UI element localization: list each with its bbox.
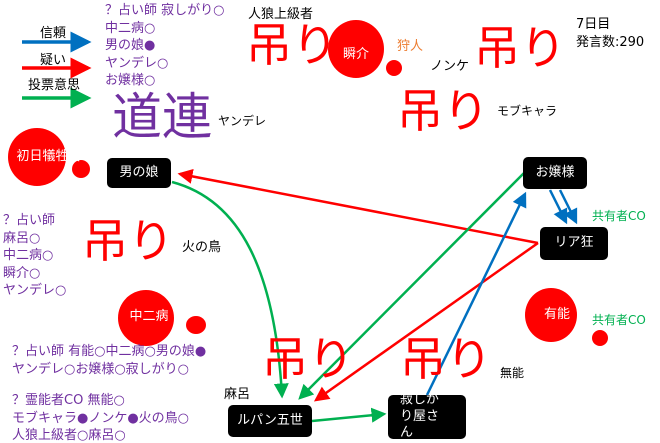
hang-mark: 吊り xyxy=(82,214,174,268)
hang-mark: 吊り xyxy=(397,84,489,138)
legend-doubt-label: 疑い xyxy=(40,53,67,68)
blood-drop xyxy=(72,160,90,178)
node-lupin[interactable]: ルパン五世 xyxy=(228,405,312,437)
bottom-notes-seer: ？占い師 有能○中二病○男の娘● ヤンデレ○お嬢様○寂しがり○ xyxy=(12,343,206,378)
node-otokonoko[interactable]: 男の娘 xyxy=(107,158,171,188)
blood-drop xyxy=(386,60,402,76)
node-label: お嬢様 xyxy=(535,164,575,180)
michizure-mark: 道連 xyxy=(112,88,212,146)
dead-label-werewolf-senior: 人狼上級者 xyxy=(248,7,314,22)
node-label: ルパン五世 xyxy=(237,412,303,428)
hang-mark: 吊り xyxy=(400,332,492,386)
note-line: 男の娘● xyxy=(105,38,156,53)
role-shared-co: 共有者CO xyxy=(592,209,646,223)
doubt-arrow-riakyou-lupin xyxy=(313,241,539,402)
left-notes: ？占い師 麻呂○ 中二病○ 瞬介○ ヤンデレ○ xyxy=(3,212,66,300)
dead-label-phoenix: 火の鳥 xyxy=(182,240,222,255)
node-label: 男の娘 xyxy=(119,164,159,180)
node-label: 有能 xyxy=(543,306,570,322)
role-hunter: 狩人 xyxy=(397,39,424,54)
day-counter: 7日目 xyxy=(576,17,611,32)
node-label: 瞬介 xyxy=(342,46,369,62)
node-label: 寂しがり屋さん xyxy=(400,391,440,441)
vote-arrow-otokonoko-lupin xyxy=(171,180,289,399)
hang-mark: 吊り xyxy=(246,18,338,72)
note-line: ？占い師 寂しがり○ xyxy=(105,3,225,18)
note-line: お嬢様○ xyxy=(105,73,156,88)
vote-arrow-ojousama-lupin xyxy=(298,172,525,400)
note-line: 中二病○ xyxy=(105,20,156,36)
node-riakyou[interactable]: リア狂 xyxy=(540,227,608,260)
note-line: ？占い師 xyxy=(3,213,56,228)
role-shared-co: 共有者CO xyxy=(592,313,646,327)
note-line: 麻呂○ xyxy=(3,230,41,246)
trust-arrow-ojousama-riakyou-2 xyxy=(558,189,578,225)
note-line: 中二病○ xyxy=(3,248,54,263)
vote-arrow-lupin-sabishigari xyxy=(311,407,387,423)
doubt-arrow-riakyou-otokonoko xyxy=(177,169,539,245)
node-chuunibyou[interactable]: 中二病 xyxy=(117,300,181,334)
node-ojousama[interactable]: お嬢様 xyxy=(523,157,587,189)
note-line: 人狼上級者○麻呂○ xyxy=(12,428,126,443)
top-notes: ？占い師 寂しがり○ 中二病○ 男の娘● ヤンデレ○ お嬢様○ xyxy=(105,2,224,90)
blood-drop xyxy=(592,330,608,346)
blood-splatter xyxy=(8,128,66,186)
hang-mark: 吊り xyxy=(262,332,354,386)
note-line: ヤンデレ○お嬢様○寂しがり○ xyxy=(12,361,190,377)
dead-label-maro: 麻呂 xyxy=(224,387,251,402)
note-line: 瞬介○ xyxy=(3,265,41,281)
node-sabishigari[interactable]: 寂しがり屋さん xyxy=(388,392,466,440)
node-label: リア狂 xyxy=(554,235,594,251)
blood-splatter xyxy=(328,20,384,78)
legend-vote-label: 投票意思 xyxy=(28,78,81,93)
dead-label-mobchara: モブキャラ xyxy=(497,104,558,118)
note-line: モブキャラ●ノンケ●火の鳥○ xyxy=(12,410,190,426)
hang-mark: 吊り xyxy=(474,21,566,75)
note-line: ？霊能者CO 無能○ xyxy=(12,393,125,408)
node-label: 中二病 xyxy=(129,308,169,324)
node-first-victim[interactable]: 初日犠牲者 xyxy=(3,140,95,174)
note-line: ？占い師 有能○中二病○男の娘● xyxy=(12,344,207,359)
post-count: 発言数:290 xyxy=(576,35,645,50)
trust-arrow-sabishigari-ojousama xyxy=(425,191,527,396)
dead-label-yandere: ヤンデレ xyxy=(218,114,267,128)
node-label: 初日犠牲者 xyxy=(16,148,82,164)
legend-trust-label: 信頼 xyxy=(40,26,67,41)
note-line: ヤンデレ○ xyxy=(105,55,169,71)
node-yuunou[interactable]: 有能 xyxy=(525,298,589,332)
dead-label-munou: 無能 xyxy=(500,366,525,380)
blood-splatter xyxy=(525,288,577,342)
dead-label-nonke: ノンケ xyxy=(430,59,470,74)
blood-drop xyxy=(186,316,206,334)
bottom-notes-medium: ？霊能者CO 無能○ モブキャラ●ノンケ●火の鳥○ 人狼上級者○麻呂○ xyxy=(12,392,189,443)
node-shunsuke[interactable]: 瞬介 xyxy=(325,40,387,70)
note-line: ヤンデレ○ xyxy=(3,283,67,298)
blood-splatter xyxy=(118,290,174,346)
trust-arrow-ojousama-riakyou-1 xyxy=(548,189,568,225)
